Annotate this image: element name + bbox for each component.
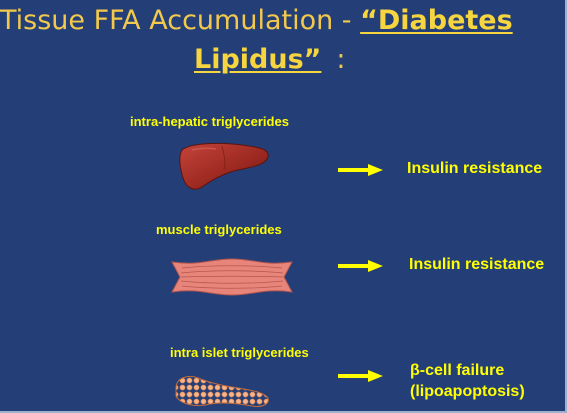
title-colon: : [336, 44, 346, 75]
muscle-label: muscle triglycerides [156, 222, 282, 237]
liver-icon [179, 142, 269, 190]
slide-title-line-2: Lipidus”: [194, 46, 346, 73]
islet-outcome-line-2: (lipoapoptosis) [410, 383, 525, 400]
title-emphasis-1: “Diabetes [360, 5, 513, 36]
title-prefix: Tissue FFA Accumulation - [0, 5, 361, 36]
liver-label: intra-hepatic triglycerides [130, 114, 289, 129]
muscle-icon [171, 258, 293, 296]
slide-title-line-1: Tissue FFA Accumulation - “Diabetes [0, 7, 513, 34]
pancreas-icon [175, 375, 269, 407]
arrow-icon-muscle [338, 260, 383, 272]
islet-label: intra islet triglycerides [170, 345, 309, 360]
title-emphasis-2: Lipidus” [194, 44, 322, 75]
arrow-icon-liver [338, 164, 383, 176]
arrow-icon-pancreas [338, 370, 383, 382]
islet-outcome-line-1: β-cell failure [410, 362, 505, 379]
muscle-outcome: Insulin resistance [409, 256, 545, 273]
liver-outcome: Insulin resistance [407, 160, 543, 177]
